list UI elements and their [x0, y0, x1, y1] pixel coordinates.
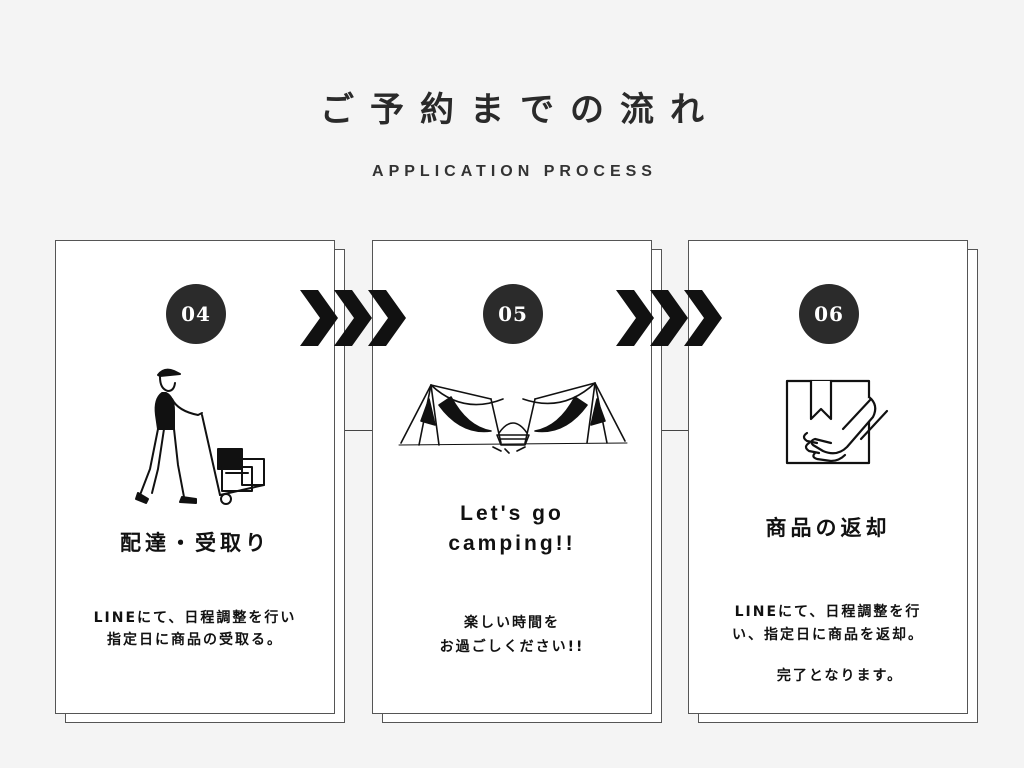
step-title: Let's go camping!! — [448, 502, 576, 555]
step-title: 配達・受取り — [120, 531, 270, 555]
step-title: 商品の返却 — [765, 516, 891, 540]
connector-line — [335, 430, 373, 431]
chevron-arrows-icon — [300, 290, 406, 346]
step-description: 楽しい時間を お過ごしください!! — [439, 615, 585, 655]
step-number-badge: 06 — [799, 284, 859, 344]
delivery-person-hand-truck-icon — [135, 368, 265, 505]
step-number-badge: 04 — [166, 284, 226, 344]
page-title: ご予約までの流れ — [320, 90, 720, 130]
step-number-badge: 05 — [483, 284, 543, 344]
camping-tents-icon — [398, 382, 628, 454]
step-card-04: 04 配達・受 — [55, 240, 335, 714]
step-description: LINEにて、日程調整を行 い、指定日に商品を返却。 完了となります。 — [732, 604, 924, 684]
hand-holding-box-icon — [785, 379, 889, 465]
step-card-06: 06 商品の返却 LINEにて、日程調整を行 い、指定日に商品を返却。 完了とな… — [688, 240, 968, 714]
step-card-05: 05 — [372, 240, 652, 714]
page-subtitle: APPLICATION PROCESS — [372, 163, 657, 180]
step-description: LINEにて、日程調整を行い 指定日に商品の受取る。 — [93, 610, 297, 648]
connector-line — [652, 430, 689, 431]
chevron-arrows-icon — [616, 290, 722, 346]
